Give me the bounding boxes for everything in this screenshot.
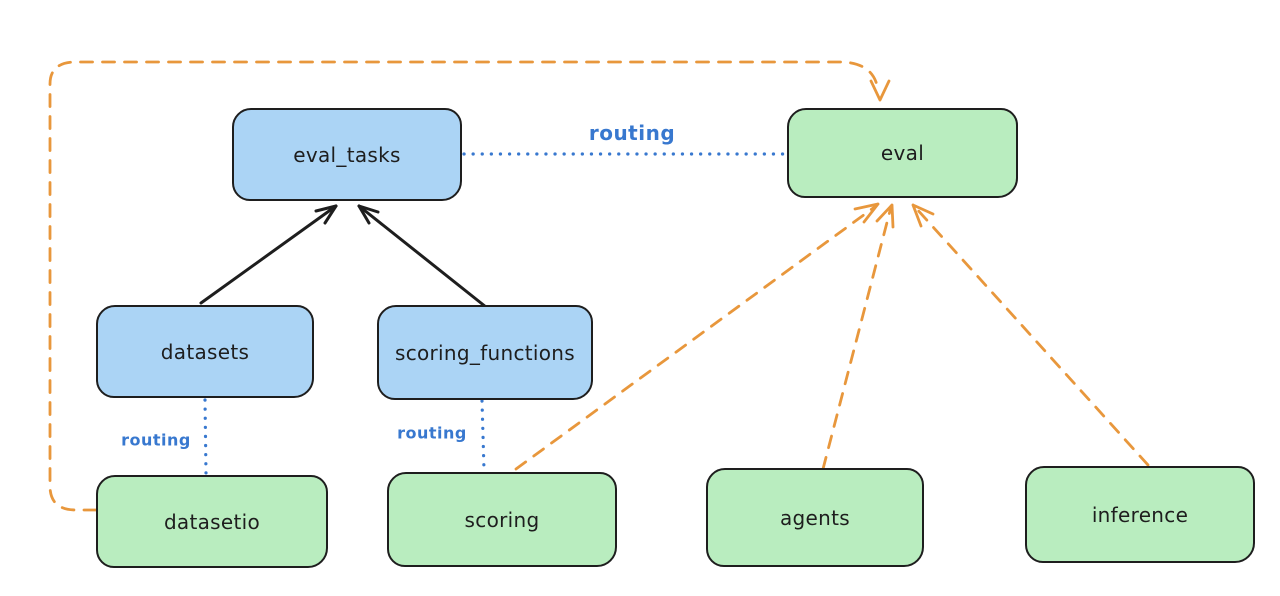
node-inference: inference (1025, 466, 1255, 563)
edge-agents-to-eval (821, 203, 895, 471)
arrowhead-icon (314, 204, 338, 225)
arrowhead-icon (911, 203, 935, 228)
routing-label-datasets-datasetio: routing (121, 430, 191, 450)
node-scoring-functions: scoring_functions (377, 305, 593, 400)
node-eval: eval (787, 108, 1018, 198)
node-eval-tasks: eval_tasks (232, 108, 462, 201)
edge-datasets-to-eval-tasks (199, 204, 338, 305)
arrowhead-icon (875, 203, 895, 229)
edge-datasets-to-datasetio-routing (203, 398, 208, 475)
node-eval-label: eval (880, 141, 925, 165)
edge-scoring-functions-to-scoring-routing (480, 399, 486, 472)
node-scoring-label: scoring (464, 507, 540, 532)
node-scoring: scoring (387, 472, 617, 567)
routing-label-scoring-functions-scoring: routing (397, 423, 467, 443)
arrowhead-icon (853, 202, 880, 224)
node-datasetio-label: datasetio (163, 509, 261, 534)
edge-scoring-functions-to-eval-tasks (357, 204, 488, 309)
arrowhead-icon (357, 204, 380, 225)
node-agents-label: agents (780, 505, 850, 530)
node-datasets-label: datasets (160, 339, 250, 364)
arrowhead-icon (869, 79, 891, 102)
node-datasetio: datasetio (96, 475, 328, 568)
node-agents: agents (706, 468, 924, 567)
node-eval-tasks-label: eval_tasks (293, 142, 401, 167)
node-scoring-functions-label: scoring_functions (394, 340, 576, 365)
node-inference-label: inference (1091, 502, 1189, 527)
routing-label-eval-tasks-eval: routing (588, 121, 676, 145)
node-datasets: datasets (96, 305, 314, 398)
edge-scoring-to-eval (514, 202, 880, 471)
edge-inference-to-eval (911, 203, 1150, 467)
edge-datasetio-to-eval (48, 60, 891, 512)
